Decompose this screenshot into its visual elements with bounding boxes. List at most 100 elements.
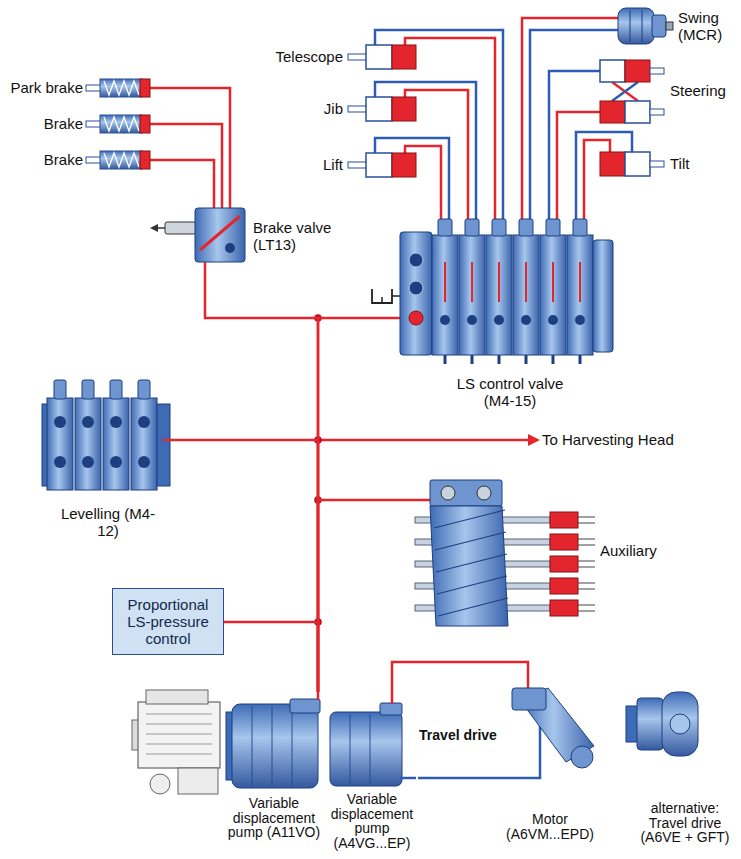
pressure-line	[612, 82, 638, 101]
motor-shaft	[666, 22, 673, 30]
label-slot: Jib	[266, 100, 343, 117]
label-slot: Lift	[266, 156, 343, 173]
valve-channel	[445, 262, 580, 302]
pressure-line	[557, 112, 600, 222]
cylinder-rod	[650, 109, 664, 115]
brake-cylinder	[100, 79, 142, 97]
valve-port	[54, 416, 66, 428]
part-label: Tilt	[670, 155, 730, 172]
component-label: Levelling (M4-12)	[58, 505, 158, 539]
pressure-line	[317, 692, 320, 700]
component-area: Motor (A6VM...EPD)	[500, 680, 602, 850]
cylinder-head	[600, 101, 625, 123]
pressure-line	[318, 439, 529, 442]
brake-line	[150, 124, 222, 210]
engine-sump	[178, 768, 218, 794]
cylinder-body	[366, 97, 392, 121]
label-slot: To Harvesting Head	[542, 431, 692, 448]
cylinder-head	[392, 97, 416, 121]
part-label: Travel drive	[418, 728, 498, 743]
component-label: Variable displacement pump (A4VG...EP)	[328, 792, 416, 850]
valve-port	[110, 416, 122, 428]
cylinder-head	[392, 45, 416, 69]
brake-cylinder	[100, 151, 142, 169]
valve-port	[409, 253, 423, 267]
label-slot: Travel drive	[418, 728, 498, 743]
cylinder-cap	[140, 79, 150, 97]
return-line	[612, 82, 638, 101]
part-label: Brake	[5, 115, 83, 132]
pressure-line	[318, 500, 400, 692]
solenoid	[550, 578, 578, 594]
pressure-line	[392, 662, 528, 695]
valve-section	[47, 398, 73, 490]
solenoid	[550, 600, 578, 616]
box-text: Proportional LS-pressure control	[121, 596, 215, 647]
valve-port	[440, 315, 450, 325]
valve-port	[494, 315, 504, 325]
part-label: Telescope	[266, 48, 343, 65]
inlet-section	[400, 232, 432, 355]
valve-port	[82, 416, 94, 428]
label-slot: alternative: Travel drive (A6VE + GFT)	[635, 801, 735, 845]
engine-fin	[146, 714, 212, 754]
brake-valve-body	[195, 208, 245, 262]
valve-port	[110, 456, 122, 468]
valve-port	[467, 315, 477, 325]
cylinder-body	[366, 45, 392, 69]
spool-end	[445, 355, 580, 364]
spool-cap	[465, 219, 479, 236]
cylinder-head	[625, 60, 650, 82]
drive-gearbox	[662, 692, 698, 756]
valve-port	[409, 311, 423, 325]
swing-motor	[618, 8, 654, 44]
return-line	[418, 777, 500, 780]
part-label: Steering	[670, 82, 736, 99]
component-label: Variable displacement pump (A11VO)	[222, 796, 326, 840]
spool-cap	[492, 219, 506, 236]
cylinder-rod	[348, 162, 368, 168]
valve-port	[225, 243, 235, 253]
engine-head	[146, 690, 208, 704]
pump-rib	[350, 714, 370, 784]
cylinder-body	[625, 101, 650, 123]
cylinder-head	[392, 153, 416, 177]
control-box: Proportional LS-pressure control	[112, 588, 224, 655]
valve-port	[575, 315, 585, 325]
drive-hub	[670, 714, 690, 734]
return-line	[375, 138, 449, 222]
spool-cap	[54, 380, 66, 399]
pump-rib	[252, 706, 292, 786]
drive-motor	[637, 698, 663, 750]
component-label: Brake valve (LT13)	[253, 219, 338, 253]
return-line	[375, 30, 503, 222]
pressure-line	[163, 439, 178, 442]
pump-body	[330, 712, 402, 786]
spool-cap	[519, 219, 533, 236]
valve-plate	[430, 480, 502, 506]
solenoid	[550, 556, 578, 572]
spool-cap	[138, 380, 150, 399]
spool-cap	[438, 219, 452, 236]
cylinder-cap	[140, 115, 150, 133]
return-line	[576, 132, 632, 222]
component-label: Auxiliary	[600, 542, 666, 559]
part-label: Swing (MCR)	[678, 9, 738, 43]
component-area: Brake valve (LT13)	[150, 205, 340, 262]
valve-section	[103, 398, 129, 490]
valve-section	[131, 398, 157, 490]
drive-flange	[626, 706, 638, 742]
part-label: Lift	[266, 156, 343, 173]
valve-section	[75, 398, 101, 490]
motor-head	[512, 688, 546, 710]
label-slot: Steering	[670, 82, 736, 99]
label-slot: Brake	[5, 115, 83, 132]
component-area: Levelling (M4-12)	[38, 375, 178, 545]
valve-port	[54, 456, 66, 468]
brake-line	[150, 88, 230, 210]
motor-rib	[630, 10, 642, 42]
brake-cylinder	[100, 115, 142, 133]
brake-line	[150, 160, 214, 210]
